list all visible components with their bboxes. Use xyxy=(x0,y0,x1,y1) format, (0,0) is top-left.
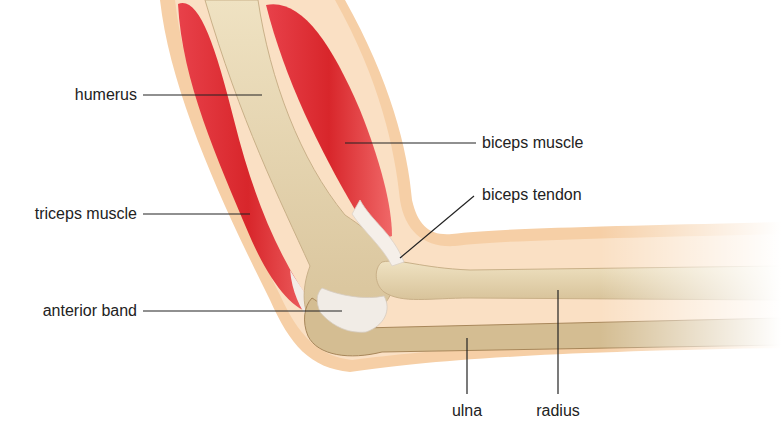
leader-line xyxy=(400,196,474,258)
biceps-muscle xyxy=(266,4,392,237)
leader-line xyxy=(143,310,342,311)
part-label: biceps muscle xyxy=(482,134,583,152)
humerus-bone xyxy=(205,0,394,331)
anterior-band xyxy=(317,288,387,332)
biceps-tendon xyxy=(352,200,404,266)
leader-line xyxy=(345,142,476,143)
part-label: biceps tendon xyxy=(482,186,582,204)
leader-line xyxy=(557,290,558,394)
part-label: humerus xyxy=(75,86,137,104)
part-label: triceps muscle xyxy=(35,205,137,223)
part-label: radius xyxy=(536,402,580,420)
arm-skin xyxy=(160,0,781,372)
leader-line xyxy=(143,94,262,95)
part-label: anterior band xyxy=(43,302,137,320)
leader-line xyxy=(466,338,467,394)
fade-overlay xyxy=(600,200,781,370)
part-label: ulna xyxy=(452,402,482,420)
leader-line xyxy=(143,213,250,214)
